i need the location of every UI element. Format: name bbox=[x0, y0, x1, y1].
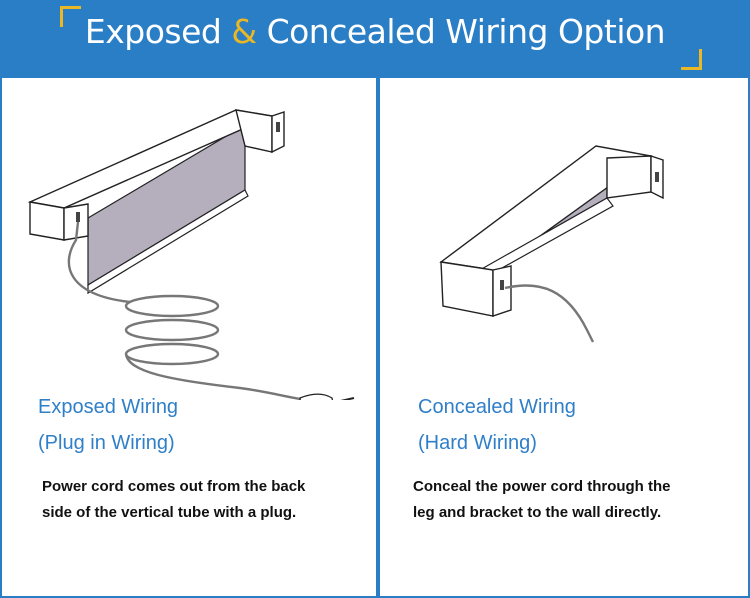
header-banner: Exposed & Concealed Wiring Option bbox=[0, 0, 750, 78]
concealed-right-mount-slot bbox=[655, 172, 659, 182]
bar-left-end bbox=[29, 201, 65, 241]
power-cord-upper bbox=[67, 221, 131, 304]
coiled-cord bbox=[124, 294, 220, 366]
concealed-bar-left-end bbox=[440, 261, 494, 317]
panel-divider bbox=[376, 78, 380, 598]
title-ampersand: & bbox=[231, 12, 257, 51]
left-cord-exit bbox=[76, 212, 80, 222]
power-plug-icon bbox=[299, 393, 355, 400]
concealed-cord-exit bbox=[500, 280, 504, 290]
concealed-heading-line1: Concealed Wiring bbox=[418, 396, 576, 418]
power-cord-lower bbox=[124, 353, 313, 400]
frame-left-border bbox=[0, 78, 2, 598]
title-part-concealed: Concealed Wiring Option bbox=[256, 12, 666, 51]
frame-right-border bbox=[748, 78, 750, 598]
title-part-exposed: Exposed bbox=[84, 12, 232, 51]
concealed-bar-right-end bbox=[606, 155, 652, 199]
concealed-description: Conceal the power cord through the leg a… bbox=[413, 478, 671, 521]
concealed-heading-line2: (Hard Wiring) bbox=[418, 432, 537, 454]
frame-bottom-border bbox=[0, 596, 750, 598]
exposed-heading-line1: Exposed Wiring bbox=[38, 396, 179, 418]
concealed-bar-left-end-side bbox=[492, 265, 512, 317]
page-title: Exposed & Concealed Wiring Option bbox=[0, 12, 750, 51]
exposed-description: Power cord comes out from the back side … bbox=[42, 478, 306, 521]
right-mount-slot bbox=[276, 122, 280, 132]
concealed-power-cord bbox=[504, 284, 595, 343]
corner-bracket-top-left bbox=[60, 6, 81, 27]
towel-bar-concealed-illustration bbox=[439, 145, 664, 343]
corner-bracket-bottom-right bbox=[681, 49, 702, 70]
exposed-heading-line2: (Plug in Wiring) bbox=[38, 432, 175, 454]
towel-bar-exposed-illustration bbox=[27, 109, 355, 400]
